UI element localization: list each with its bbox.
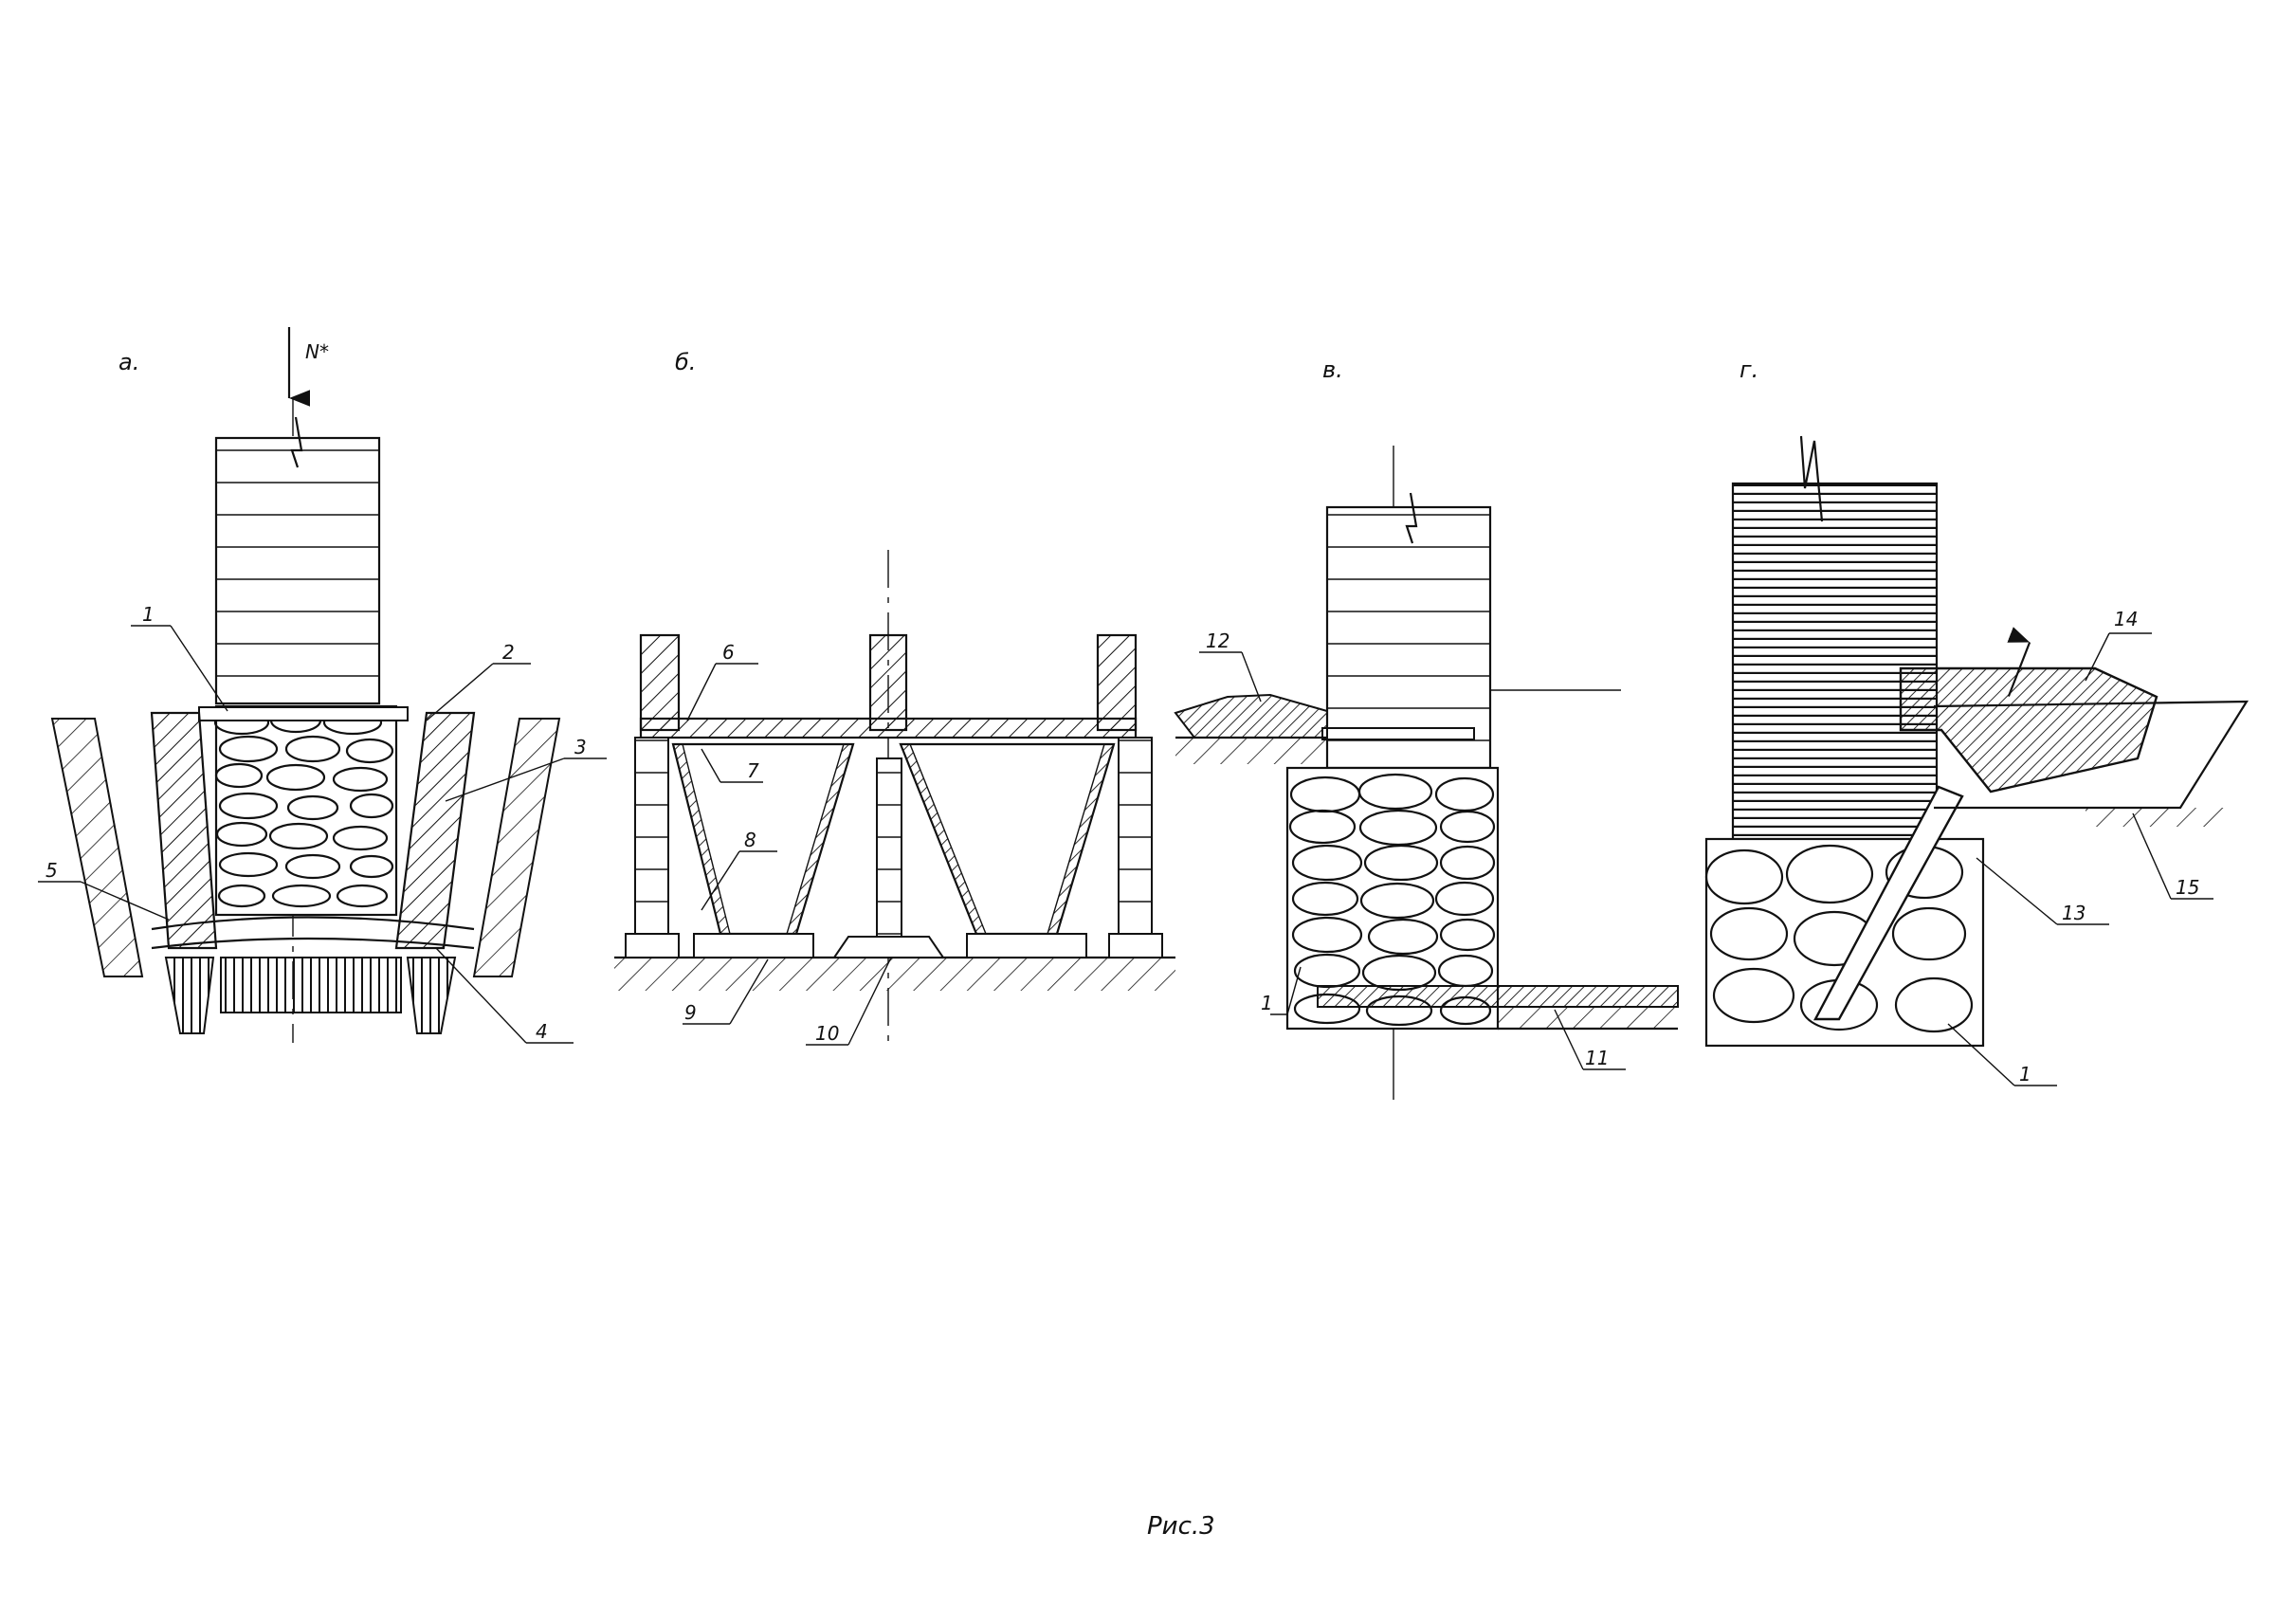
callout-10: 10 bbox=[815, 1022, 839, 1045]
left-jacket bbox=[150, 711, 218, 950]
strut-right-hatch-2 bbox=[1047, 743, 1115, 935]
strut-left-hatch-2 bbox=[786, 743, 854, 935]
anchor-plate-v bbox=[1321, 727, 1475, 740]
left-soil bbox=[50, 718, 144, 977]
arc-rod-lower bbox=[151, 937, 475, 950]
callout-14: 14 bbox=[2114, 608, 2138, 630]
wall-stub-left bbox=[639, 633, 681, 732]
ground-b bbox=[614, 958, 1175, 991]
callout-2: 2 bbox=[502, 641, 515, 664]
pier-center bbox=[876, 757, 902, 940]
ground-v-hatch bbox=[1175, 738, 1327, 764]
slab bbox=[639, 717, 1138, 739]
callouts-b: 6 7 8 9 10 bbox=[683, 641, 892, 1046]
callout-3: 3 bbox=[574, 736, 587, 758]
pier-right bbox=[1118, 737, 1153, 938]
callouts-v: 12 1 11 bbox=[1199, 630, 1626, 1070]
footing-center bbox=[832, 936, 945, 958]
panel-v: в. 12 1 11 bbox=[1174, 356, 1679, 1100]
footing-left bbox=[625, 933, 680, 958]
piles-right bbox=[406, 957, 457, 1034]
piles-center bbox=[220, 957, 402, 1013]
callout-6: 6 bbox=[722, 641, 735, 664]
callout-11: 11 bbox=[1585, 1047, 1609, 1069]
panel-a: а. N* bbox=[38, 327, 607, 1044]
callouts-g: 14 13 15 1 bbox=[1947, 608, 2213, 1086]
brick-wall-v bbox=[1325, 505, 1492, 770]
panel-g: г. 14 13 15 1 bbox=[1704, 356, 2249, 1086]
arc-rod bbox=[151, 916, 475, 931]
callout-15: 15 bbox=[2176, 876, 2199, 899]
panel-b: б. 6 7 8 bbox=[614, 349, 1175, 1046]
break-mark-g bbox=[1799, 435, 1824, 522]
wall-stub-right bbox=[1096, 633, 1138, 732]
right-jacket bbox=[394, 711, 476, 950]
load-label: N* bbox=[305, 340, 329, 363]
callout-7: 7 bbox=[747, 759, 759, 782]
callout-8: 8 bbox=[744, 829, 756, 851]
callouts-a: 1 2 3 4 5 bbox=[38, 603, 607, 1044]
panel-b-title: б. bbox=[675, 349, 696, 375]
wall-g bbox=[1731, 482, 1939, 841]
pad-right bbox=[966, 933, 1087, 958]
callout-12: 12 bbox=[1206, 630, 1229, 652]
panel-v-title: в. bbox=[1322, 356, 1343, 383]
callout-1-g: 1 bbox=[2019, 1063, 2031, 1086]
tie-beam bbox=[198, 706, 409, 721]
brick-wall bbox=[214, 436, 381, 705]
pad-left bbox=[693, 933, 814, 958]
stones bbox=[213, 707, 394, 908]
callout-5: 5 bbox=[46, 859, 58, 882]
callout-1-v: 1 bbox=[1261, 992, 1273, 1014]
break-mark-v bbox=[1405, 492, 1418, 544]
pier-left bbox=[634, 737, 669, 938]
grout-wedge bbox=[1174, 693, 1328, 739]
cap-beam bbox=[1899, 666, 2158, 794]
ground-g-hatch bbox=[2086, 808, 2228, 827]
direction-arrow bbox=[2007, 627, 2031, 697]
footing-right bbox=[1108, 933, 1163, 958]
wall-stub-center bbox=[868, 633, 908, 732]
callout-4: 4 bbox=[536, 1020, 548, 1043]
panel-a-title: а. bbox=[118, 349, 139, 375]
break-mark bbox=[290, 416, 303, 468]
callout-9: 9 bbox=[684, 1001, 697, 1024]
callout-1: 1 bbox=[142, 603, 155, 626]
stone-foundation bbox=[214, 704, 398, 917]
ground-g bbox=[1933, 700, 2249, 810]
stones-v bbox=[1288, 773, 1496, 1027]
piles-left bbox=[164, 957, 215, 1034]
right-soil bbox=[472, 718, 561, 977]
strut-left-hatch bbox=[672, 743, 731, 935]
strut-right-hatch bbox=[899, 743, 988, 935]
panel-g-title: г. bbox=[1739, 356, 1758, 383]
stone-foundation-g bbox=[1704, 837, 1985, 1048]
anchor-slab bbox=[1317, 985, 1679, 1008]
inclined-rod bbox=[1813, 785, 1964, 1021]
ground-v-right-hatch bbox=[1498, 1007, 1678, 1028]
figure-caption: Рис.3 bbox=[1147, 1512, 1215, 1541]
callout-13: 13 bbox=[2062, 902, 2086, 924]
